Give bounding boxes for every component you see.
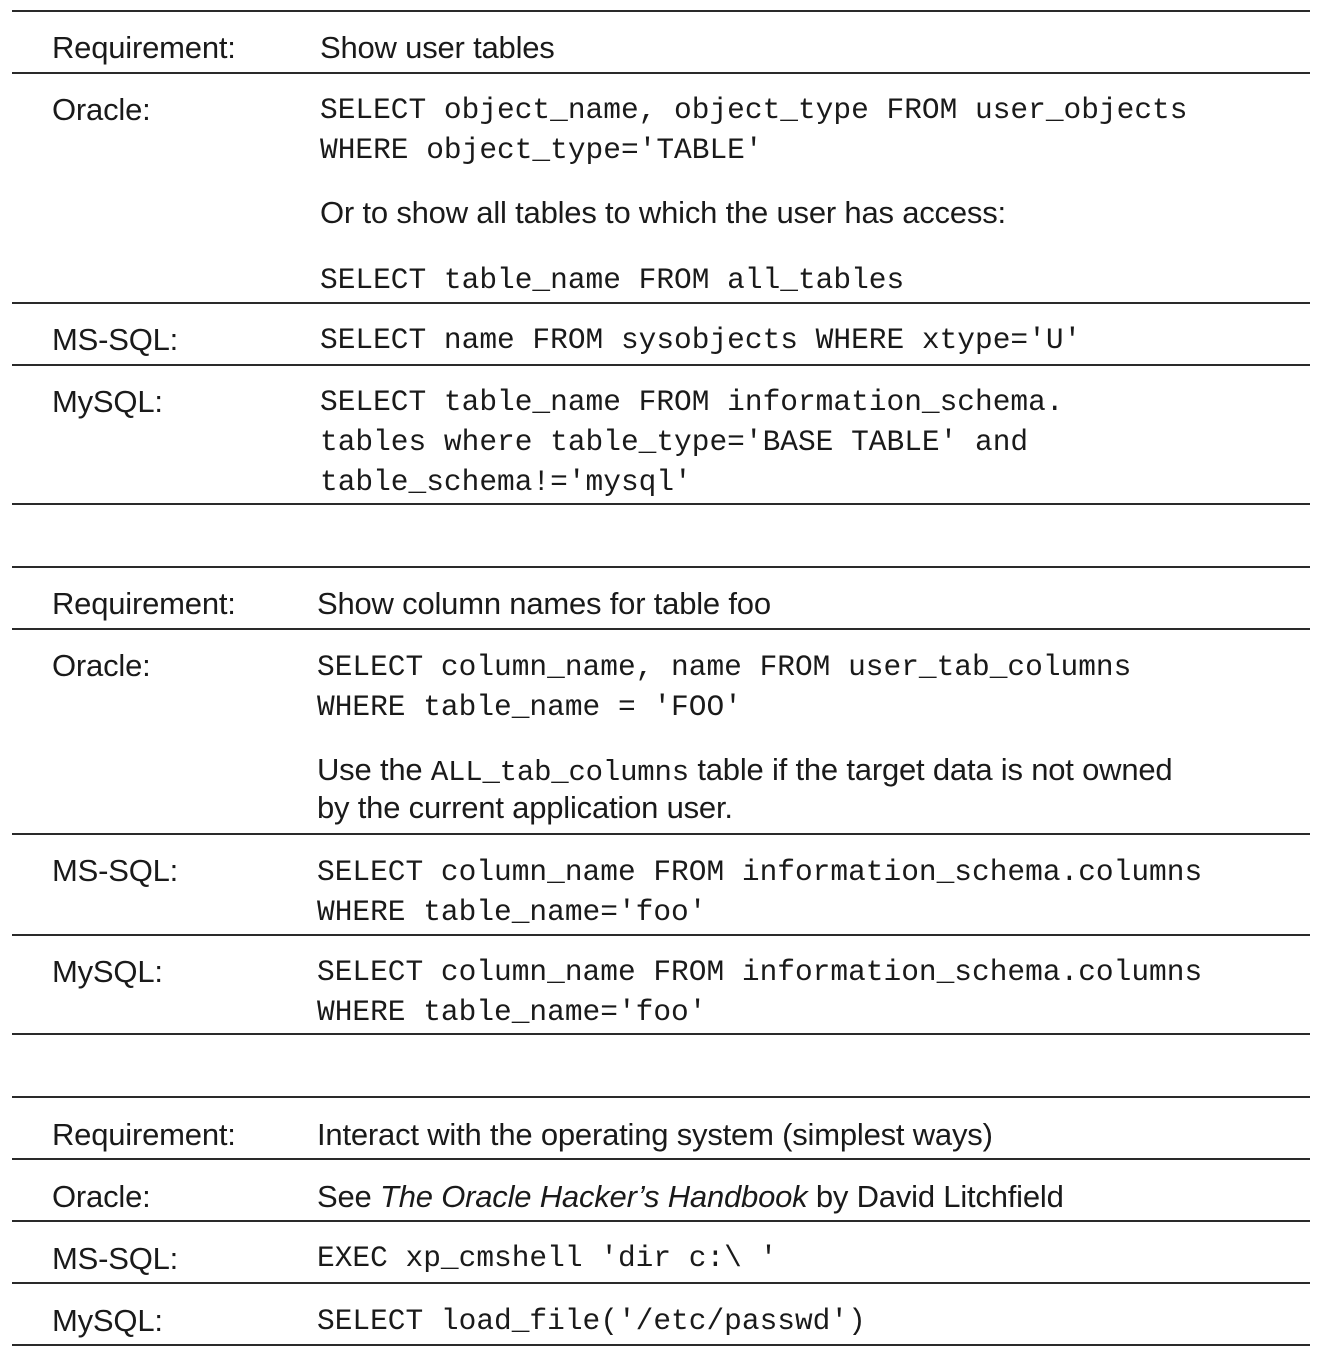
oracle-label: Oracle: [52, 1179, 151, 1214]
oracle-code-line: WHERE object_type='TABLE' [320, 133, 763, 167]
divider [12, 934, 1310, 936]
oracle-note: Or to show all tables to which the user … [320, 195, 1006, 230]
oracle-code-line: SELECT object_name, object_type FROM use… [320, 93, 1188, 127]
note-text: See [317, 1179, 380, 1214]
mysql-code-line: SELECT column_name FROM information_sche… [317, 955, 1203, 989]
oracle-code-line: WHERE table_name = 'FOO' [317, 690, 742, 724]
mssql-label: MS-SQL: [52, 322, 179, 357]
divider [12, 1158, 1310, 1160]
oracle-note: Use the ALL_tab_columns table if the tar… [317, 750, 1173, 793]
requirement-label: Requirement: [52, 1117, 236, 1152]
divider [12, 1344, 1310, 1346]
mysql-code-line: SELECT load_file('/etc/passwd') [317, 1304, 866, 1338]
mssql-code-line: WHERE table_name='foo' [317, 895, 707, 929]
note-text: Use the [317, 752, 431, 787]
mssql-code-line: SELECT name FROM sysobjects WHERE xtype=… [320, 323, 1082, 357]
oracle-label: Oracle: [52, 92, 151, 127]
requirement-label: Requirement: [52, 586, 236, 621]
mysql-code-line: tables where table_type='BASE TABLE' and [320, 425, 1029, 459]
divider [12, 1096, 1310, 1098]
divider [12, 302, 1310, 304]
note-text: table if the target data is not owned [688, 752, 1173, 787]
divider [12, 503, 1310, 505]
divider [12, 10, 1310, 12]
divider [12, 1282, 1310, 1284]
mssql-label: MS-SQL: [52, 1241, 179, 1276]
requirement-text: Show user tables [320, 30, 555, 65]
divider [12, 628, 1310, 630]
requirement-text: Interact with the operating system (simp… [317, 1117, 993, 1152]
oracle-label: Oracle: [52, 648, 151, 683]
mssql-code-line: SELECT column_name FROM information_sche… [317, 855, 1203, 889]
requirement-text: Show column names for table foo [317, 586, 771, 621]
divider [12, 1220, 1310, 1222]
divider [12, 1033, 1310, 1035]
oracle-note: See The Oracle Hacker’s Handbook by Davi… [317, 1177, 1064, 1217]
mysql-code-line: SELECT table_name FROM information_schem… [320, 385, 1064, 419]
divider [12, 364, 1310, 366]
divider [12, 833, 1310, 835]
mysql-label: MySQL: [52, 1303, 163, 1338]
requirement-label: Requirement: [52, 30, 236, 65]
note-text: by David Litchfield [807, 1179, 1064, 1214]
mssql-label: MS-SQL: [52, 853, 179, 888]
mssql-code-line: EXEC xp_cmshell 'dir c:\ ' [317, 1241, 778, 1275]
mysql-label: MySQL: [52, 384, 163, 419]
divider [12, 72, 1310, 74]
mysql-code-line: table_schema!='mysql' [320, 465, 692, 499]
book-title: The Oracle Hacker’s Handbook [379, 1179, 808, 1214]
mysql-label: MySQL: [52, 954, 163, 989]
divider [12, 566, 1310, 568]
oracle-note-line: by the current application user. [317, 790, 733, 825]
inline-code: ALL_tab_columns [430, 756, 689, 789]
oracle-code-line: SELECT table_name FROM all_tables [320, 263, 905, 297]
oracle-code-line: SELECT column_name, name FROM user_tab_c… [317, 650, 1132, 684]
mysql-code-line: WHERE table_name='foo' [317, 995, 707, 1029]
